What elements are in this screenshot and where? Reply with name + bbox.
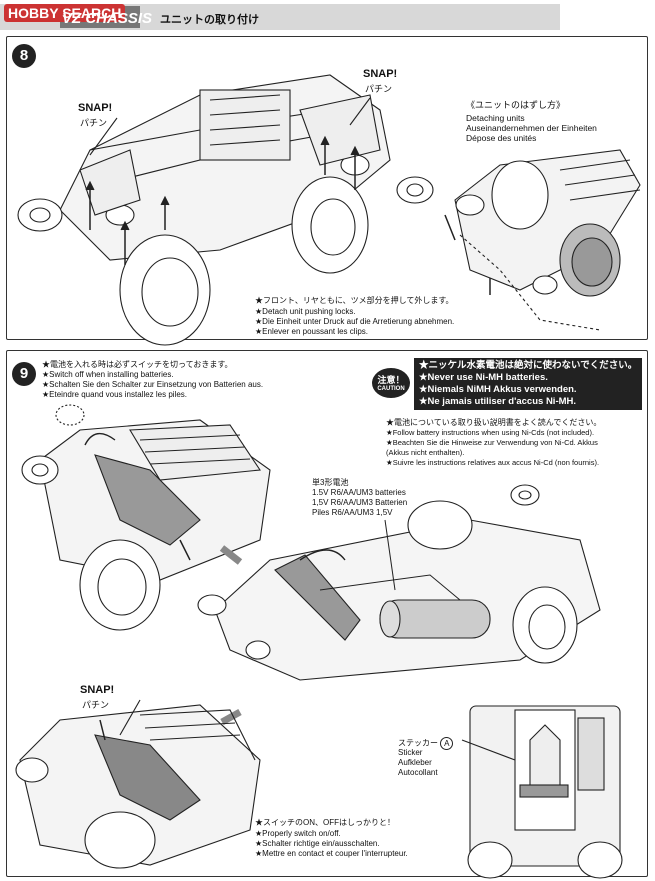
snap-label-right-jp: パチン xyxy=(365,84,393,94)
chassis-title: VZ CHASSIS xyxy=(62,10,153,27)
switch-note-de: ★Schalten Sie den Schalter zur Einsetzun… xyxy=(42,380,264,389)
battery-label-jp: 単3形電池 xyxy=(312,478,349,487)
section-title: ユニットの取り付け xyxy=(160,14,259,26)
switch-note-fr: ★Eteindre quand vous installez les piles… xyxy=(42,390,188,399)
snap-label-left-jp: パチン xyxy=(80,118,108,128)
caution-badge-jp: 注意！ xyxy=(377,375,405,385)
detach-note-jp: ★フロント、リヤともに、ツメ部分を押して外します。 xyxy=(255,296,454,305)
snap-label-jp: パチン xyxy=(82,700,110,710)
caution-line-fr: ★Ne jamais utiliser d'accus Ni-MH. xyxy=(419,396,577,407)
snap-label-left: SNAP! xyxy=(78,102,113,114)
caution-line-de: ★Niemals NiMH Akkus verwenden. xyxy=(419,384,577,395)
step-8-number: 8 xyxy=(12,44,36,68)
battery-note-de-1: ★Beachten Sie die Hinweise zur Verwendun… xyxy=(386,438,598,447)
snap-label: SNAP! xyxy=(80,684,115,696)
sticker-label-de: Aufkleber xyxy=(398,758,432,767)
onoff-note-fr: ★Mettre en contact et couper l'interrupt… xyxy=(255,849,408,858)
sticker-a-icon: A xyxy=(440,737,454,750)
switch-note-en: ★Switch off when installing batteries. xyxy=(42,370,174,379)
detach-title-fr: Dépose des unités xyxy=(466,133,537,143)
detach-title-jp: 《ユニットのはずし方》 xyxy=(466,100,566,110)
step-9-number: 9 xyxy=(12,362,36,386)
detach-note-en: ★Detach unit pushing locks. xyxy=(255,307,356,316)
battery-label-en: 1.5V R6/AA/UM3 batteries xyxy=(312,488,406,497)
onoff-note-en: ★Properly switch on/off. xyxy=(255,829,341,838)
sticker-label-jp: ステッカー A xyxy=(398,737,454,750)
header: HOBBY SEARCH VZ CHASSIS ユニットの取り付け xyxy=(0,0,655,36)
sticker-label-jp-text: ステッカー xyxy=(398,738,438,748)
caution-box: ★ニッケル水素電池は絶対に使わないでください。 ★Never use Ni-MH… xyxy=(414,358,642,410)
detach-title-en: Detaching units xyxy=(466,113,525,123)
battery-note-en: ★Follow battery instructions when using … xyxy=(386,428,595,437)
onoff-note-jp: ★スイッチのON、OFFはしっかりと！ xyxy=(255,818,395,827)
battery-label-de: 1,5V R6/AA/UM3 Batterien xyxy=(312,498,408,507)
battery-label-fr: Piles R6/AA/UM3 1,5V xyxy=(312,508,393,517)
watermark-logo: HOBBY SEARCH xyxy=(4,4,126,22)
battery-note-fr: ★Suivre les instructions relatives aux a… xyxy=(386,458,600,467)
caution-badge: 注意！ CAUTION xyxy=(372,368,410,398)
sticker-label-en: Sticker xyxy=(398,748,423,757)
caution-line-en: ★Never use Ni-MH batteries. xyxy=(419,372,548,383)
switch-note-jp: ★電池を入れる時は必ずスイッチを切っておきます。 xyxy=(42,360,233,369)
caution-badge-en: CAUTION xyxy=(377,386,405,392)
battery-note-jp: ★電池についている取り扱い説明書をよく読んでください。 xyxy=(386,418,602,427)
caution-line-jp: ★ニッケル水素電池は絶対に使わないでください。 xyxy=(419,360,638,371)
onoff-note-de: ★Schalter richtige ein/ausschalten. xyxy=(255,839,380,848)
snap-label-right: SNAP! xyxy=(363,68,398,80)
sticker-label-fr: Autocollant xyxy=(398,768,438,777)
battery-note-de-2: (Akkus nicht enthalten). xyxy=(386,448,465,457)
detach-note-fr: ★Enlever en poussant les clips. xyxy=(255,327,369,336)
detach-note-de: ★Die Einheit unter Druck auf die Arretie… xyxy=(255,317,455,326)
detach-title-de: Auseinandernehmen der Einheiten xyxy=(466,123,597,133)
